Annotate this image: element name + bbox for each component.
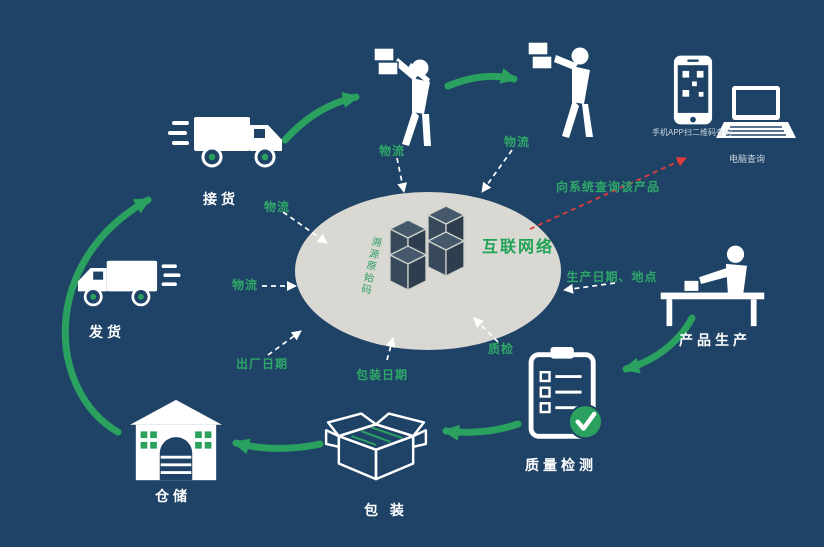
arrow-logistics-to-logistics bbox=[444, 68, 518, 90]
logistics-label-tr: 物流 bbox=[503, 135, 530, 149]
packaging-date-label: 包装日期 bbox=[355, 368, 408, 382]
dashed-quality-check bbox=[473, 317, 499, 343]
dashed-query-arrow bbox=[529, 157, 687, 230]
arrow-packaging-to-warehouse bbox=[232, 438, 324, 455]
logistics-label-tl: 物流 bbox=[263, 200, 290, 214]
network-cloud bbox=[295, 192, 561, 350]
arrow-quality-to-packaging bbox=[442, 420, 522, 441]
arrow-receive-to-logistics bbox=[281, 92, 360, 144]
laptop-icon bbox=[710, 84, 802, 146]
receive-label: 接货 bbox=[203, 191, 239, 207]
qr-code-icon bbox=[682, 70, 704, 97]
box-stack-right bbox=[426, 205, 466, 278]
query-system-label: 向系统查询该产品 bbox=[555, 180, 660, 194]
worker-carrying-boxes-icon bbox=[368, 47, 458, 153]
computer-caption: 电脑查询 bbox=[728, 154, 765, 164]
phone-caption: 手机APP扫二维码查询 bbox=[651, 128, 732, 137]
logistics-label-left: 物流 bbox=[231, 278, 258, 292]
logistics-label-tc: 物流 bbox=[378, 144, 405, 158]
network-label: 互联网络 bbox=[482, 239, 555, 256]
receive-truck-icon bbox=[168, 105, 298, 185]
factory-date-label: 出厂日期 bbox=[235, 357, 288, 371]
quality-label: 质量检测 bbox=[525, 457, 597, 473]
green-cycle-arrows bbox=[61, 68, 696, 455]
arrow-warehouse-to-receive bbox=[61, 196, 152, 436]
dashed-logistics-tc bbox=[396, 157, 408, 193]
worker-carrying-boxes-icon-2 bbox=[524, 41, 614, 147]
dashed-info-arrows bbox=[262, 149, 616, 361]
packaging-label: 包 装 bbox=[364, 502, 408, 518]
dashed-factory-date bbox=[267, 330, 302, 356]
open-box-icon bbox=[322, 395, 430, 485]
smartphone-icon bbox=[672, 52, 714, 128]
box-stack-left bbox=[388, 219, 428, 292]
warehouse-icon bbox=[128, 396, 224, 484]
production-info-label: 生产日期、地点 bbox=[566, 270, 658, 284]
quality-clipboard-icon bbox=[523, 345, 611, 447]
server-boxes-icon bbox=[388, 205, 466, 292]
warehouse-label: 仓储 bbox=[155, 488, 191, 504]
production-label: 产品生产 bbox=[679, 332, 751, 348]
dashed-logistics-tr bbox=[481, 149, 513, 193]
dashed-packaging-date bbox=[385, 337, 396, 361]
arrow-production-to-quality bbox=[622, 314, 696, 374]
check-badge-icon bbox=[567, 404, 603, 440]
dispatch-label: 发货 bbox=[89, 324, 125, 340]
production-worker-icon bbox=[655, 238, 770, 328]
quality-check-label: 质检 bbox=[487, 342, 514, 356]
dispatch-truck-icon bbox=[62, 250, 182, 322]
